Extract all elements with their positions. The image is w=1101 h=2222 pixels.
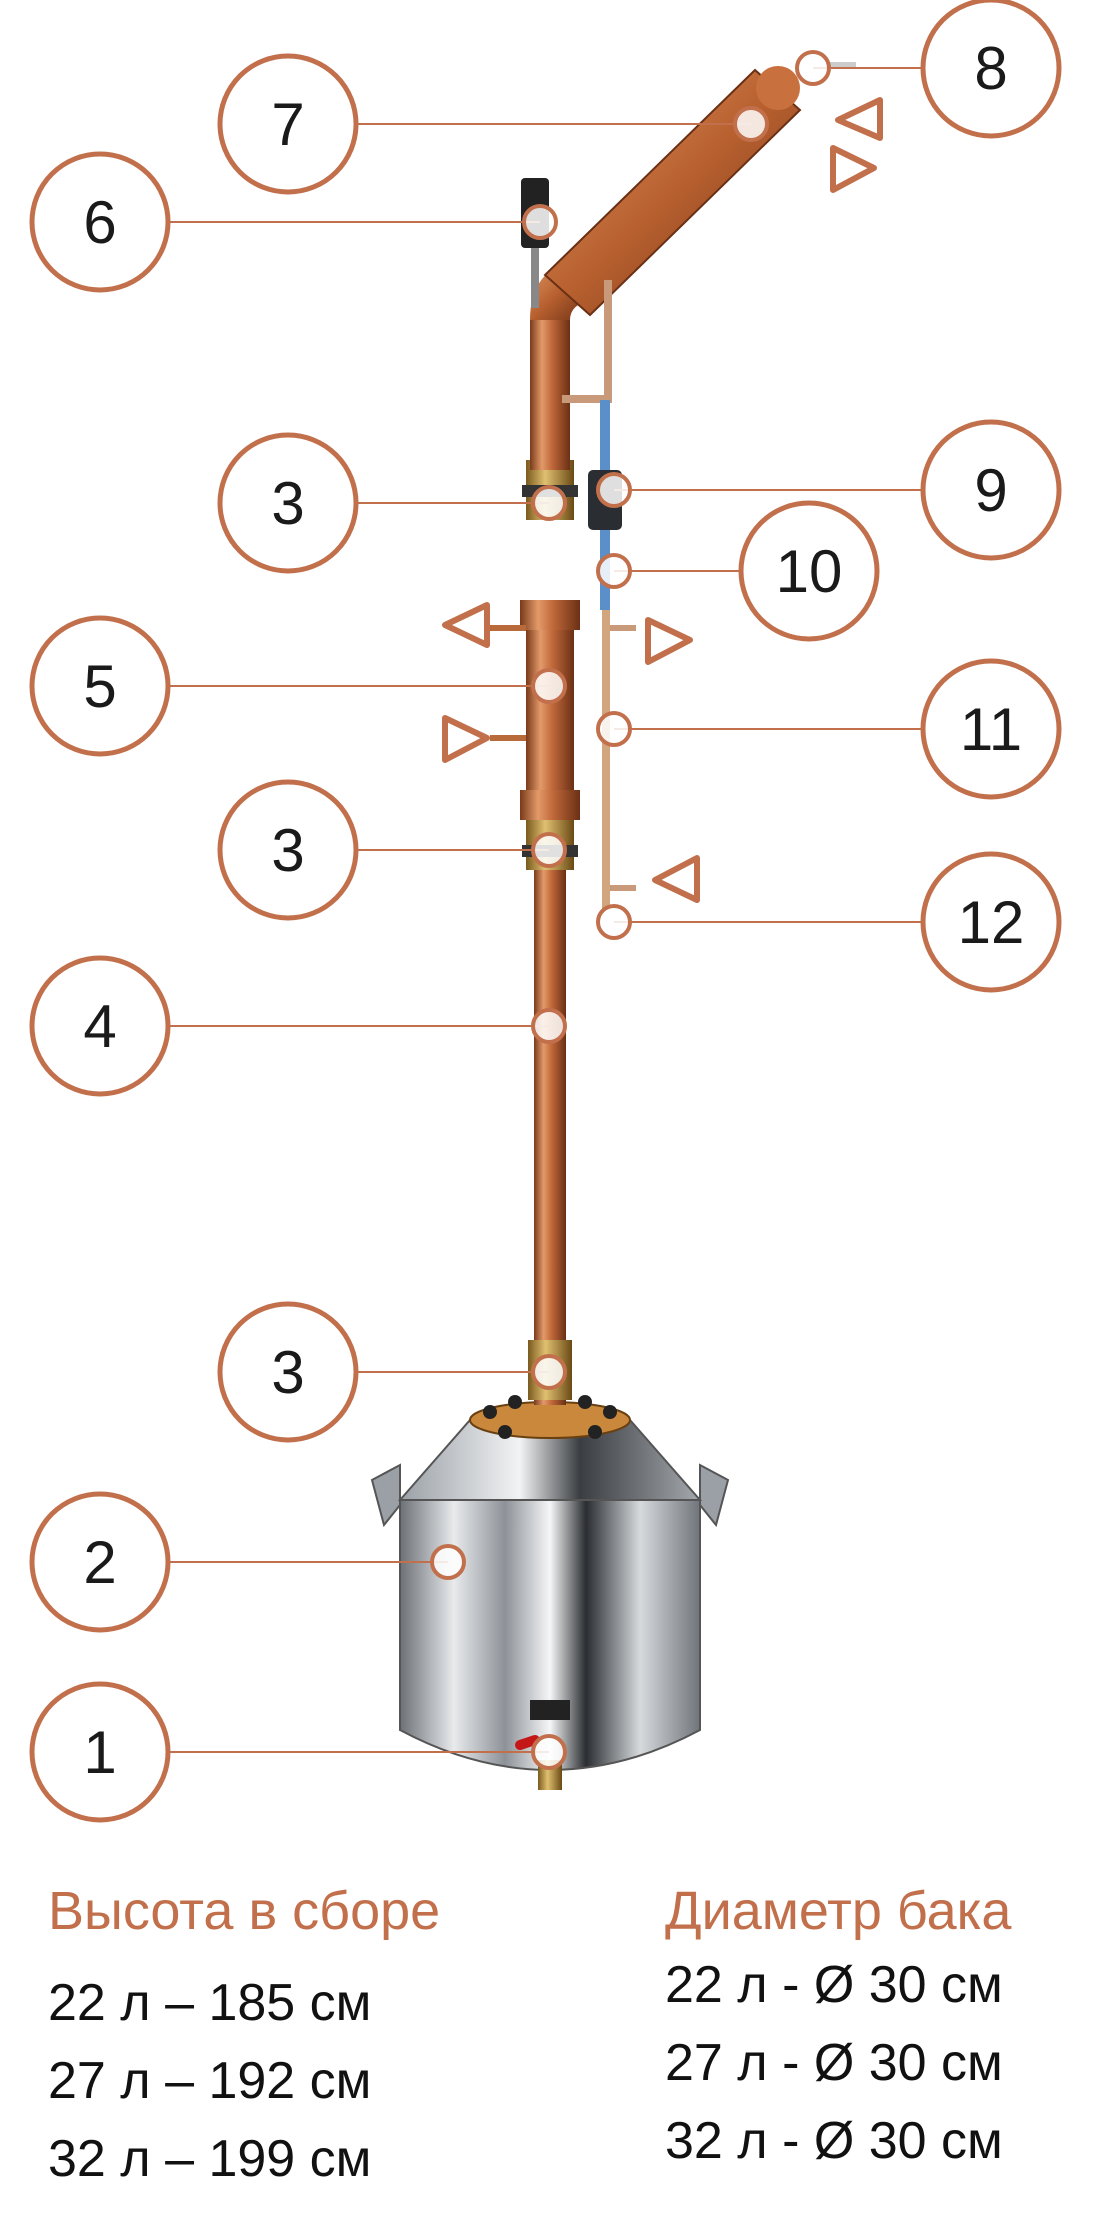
callout-number: 4 [83, 993, 116, 1060]
side-tube [604, 280, 612, 400]
callout-number: 3 [271, 470, 304, 537]
arrow-icon [645, 617, 693, 665]
callout-dot [531, 832, 567, 868]
callout-number: 6 [83, 189, 116, 256]
arrow-icon [652, 855, 700, 903]
height-line: 32 л – 199 см [48, 2130, 372, 2188]
diameter-line: 32 л - Ø 30 см [665, 2112, 1003, 2170]
callout-number: 8 [974, 35, 1007, 102]
height-title: Высота в сборе [48, 1881, 441, 1941]
callout-dot [531, 1008, 567, 1044]
callout-dot [596, 711, 632, 747]
callout-circle [217, 779, 359, 921]
callout-circle [29, 151, 171, 293]
callout-dot [522, 204, 558, 240]
diameter-section: Диаметр бака 22 л - Ø 30 см 27 л - Ø 30 … [665, 1880, 1011, 2180]
height-line: 27 л – 192 см [48, 2052, 372, 2110]
callout-circle [29, 1681, 171, 1823]
callout-number: 1 [83, 1719, 116, 1786]
callout-dot [531, 668, 567, 704]
distiller-illustration [370, 62, 856, 1790]
arrow-icon [442, 602, 490, 648]
callout-number: 2 [83, 1529, 116, 1596]
callout-number: 10 [776, 538, 843, 605]
callout-dot [531, 1734, 567, 1770]
callout-dot [795, 50, 831, 86]
arrow-icon [835, 97, 883, 141]
column-pipe [534, 860, 566, 1405]
callout-circle [920, 0, 1062, 139]
callout-dot [430, 1544, 466, 1580]
callout-circle [920, 419, 1062, 561]
tank-handle-right [699, 1463, 730, 1528]
callout-number: 12 [958, 889, 1025, 956]
tank-handle-left [370, 1463, 401, 1528]
callout-number: 3 [271, 1339, 304, 1406]
callout-dot [596, 553, 632, 589]
callout-number: 9 [974, 457, 1007, 524]
callout-dot [596, 904, 632, 940]
diameter-line: 22 л - Ø 30 см [665, 1956, 1003, 2014]
arrow-icon [830, 145, 877, 193]
boiler-tank [370, 1395, 730, 1790]
diameter-line: 27 л - Ø 30 см [665, 2034, 1003, 2092]
callout-circle [920, 851, 1062, 993]
callout-dot [733, 106, 769, 142]
callout-number: 3 [271, 817, 304, 884]
diameter-title: Диаметр бака [665, 1881, 1012, 1941]
callout-number: 11 [960, 696, 1022, 763]
callout-circle [920, 658, 1062, 800]
callout-number: 7 [271, 91, 304, 158]
callout-circle [29, 615, 171, 757]
height-section: Высота в сборе 22 л – 185 см 27 л – 192 … [48, 1880, 440, 2198]
callout-circle [217, 1301, 359, 1443]
callout-circle [29, 1491, 171, 1633]
callout-circle [29, 955, 171, 1097]
output-tube [602, 610, 610, 910]
callout-circle [217, 53, 359, 195]
callout-dot [531, 1354, 567, 1390]
callout-dot [531, 485, 567, 521]
callout-dot [596, 472, 632, 508]
callout-circle [217, 432, 359, 574]
callout-number: 5 [83, 653, 116, 720]
height-line: 22 л – 185 см [48, 1974, 372, 2032]
callout-circle [738, 500, 880, 642]
flow-arrows [442, 97, 883, 903]
diagonal-condenser [543, 68, 802, 317]
arrow-icon [442, 715, 490, 763]
dephlegmator [526, 600, 574, 820]
